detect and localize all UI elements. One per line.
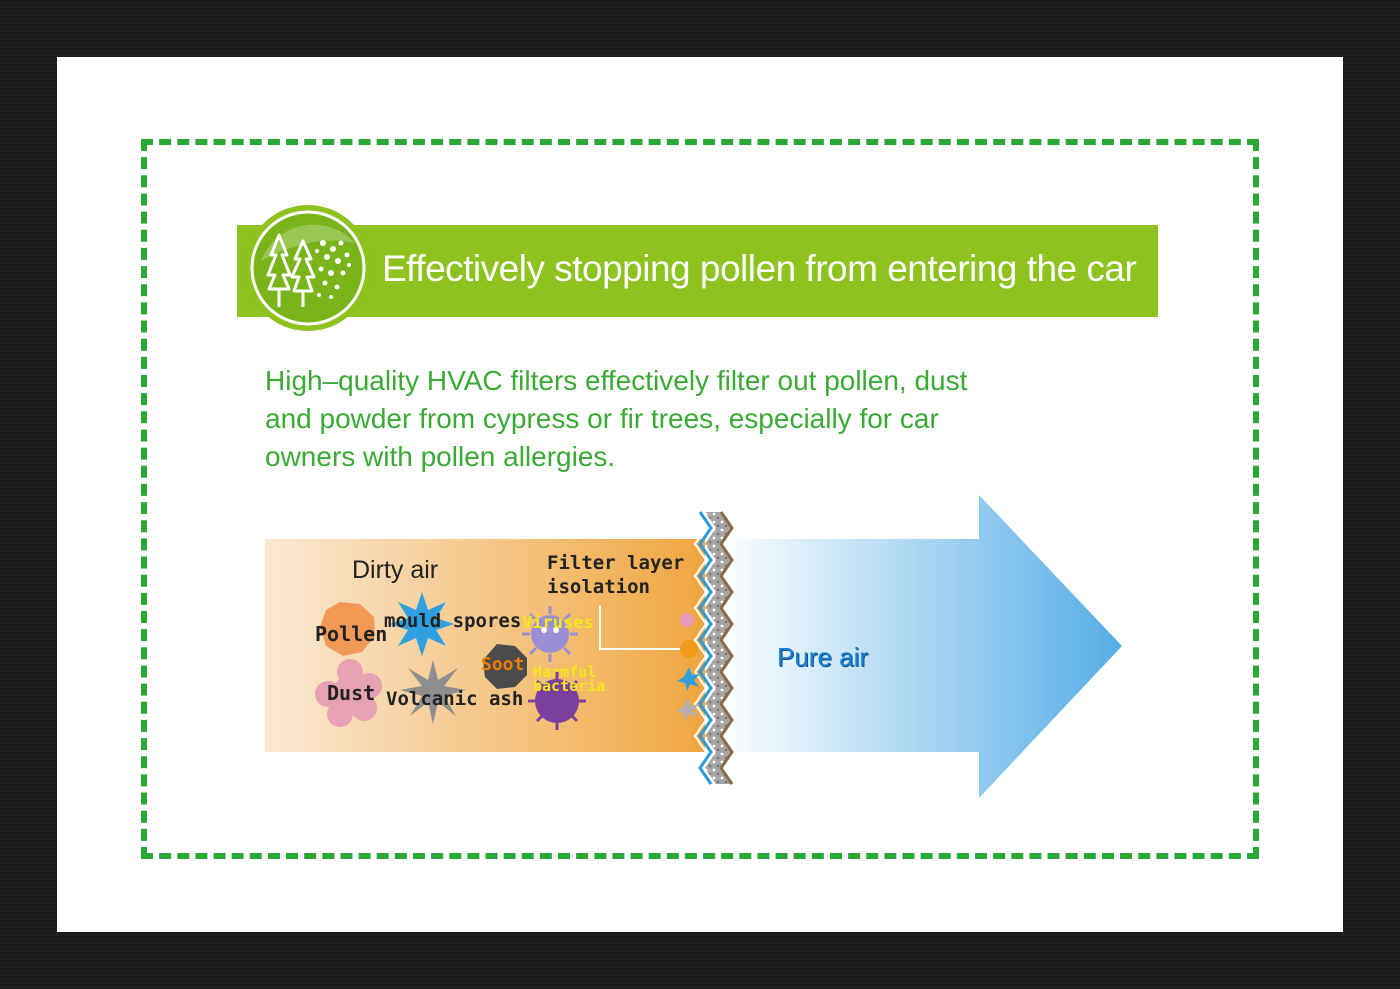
dust-label: Dust: [327, 681, 376, 705]
soot-shape: [483, 644, 527, 689]
pollen-shape: [320, 602, 375, 656]
dust-shape: [315, 659, 382, 727]
intro-line: High–quality HVAC filters effectively fi…: [265, 365, 968, 396]
dirty-air-label: Dirty air: [352, 556, 439, 584]
bacteria-shape: [528, 672, 586, 730]
intro-paragraph: High–quality HVAC filters effectively fi…: [265, 362, 1105, 476]
harmful-bacteria-label: Harmful bacteria: [533, 663, 606, 695]
mould-spores-label: mould spores: [384, 610, 522, 632]
filter-label-line: [599, 606, 689, 650]
page-title: Effectively stopping pollen from enterin…: [382, 248, 1137, 289]
virus-shape: [522, 606, 578, 662]
trees-pollen-icon: [245, 205, 371, 331]
filter-layer-label: Filter layer isolation: [547, 551, 684, 599]
intro-line: owners with pollen allergies.: [265, 441, 616, 472]
filter-trapped-particles: [676, 613, 700, 721]
filter-layer: [693, 511, 734, 785]
title-banner: [237, 225, 1158, 317]
volcanic-ash-label: Volcanic ash: [386, 688, 524, 710]
volcanic-ash-shape: [400, 660, 466, 724]
pure-air-arrow: [718, 495, 1122, 798]
card: [57, 57, 1343, 932]
viruses-label: Viruses: [522, 613, 594, 633]
bacteria-label-line2: bacteria: [533, 677, 606, 695]
filter-label-line1: Filter layer: [547, 552, 685, 574]
pollen-label: Pollen: [315, 622, 388, 646]
dashed-border: [141, 139, 1259, 859]
pure-air-label: Pure air: [777, 642, 869, 672]
bacteria-label-line1: Harmful: [533, 663, 597, 681]
soot-label: Soot: [481, 654, 525, 675]
filter-label-line2: isolation: [547, 576, 650, 598]
intro-line: and powder from cypress or fir trees, es…: [265, 403, 939, 434]
mould-spores-shape: [390, 592, 454, 656]
